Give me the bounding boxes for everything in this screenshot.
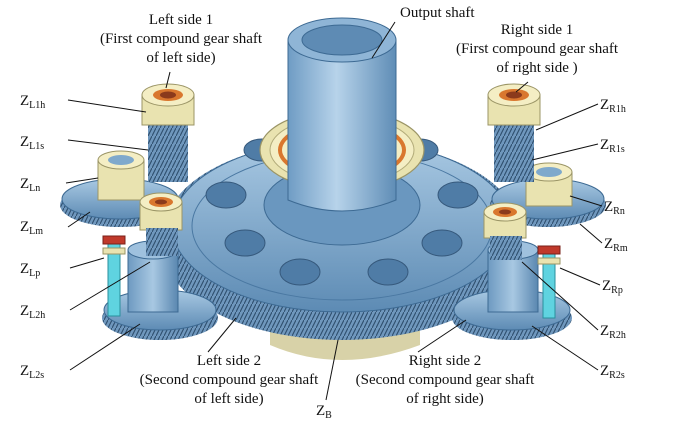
leader-right-side-2 <box>417 319 467 353</box>
left-side-assembly <box>60 83 218 340</box>
zrp-bearing <box>537 257 561 265</box>
label-right-side-1: Right side 1 (First compound gear shaft … <box>432 21 642 78</box>
leader-zrp <box>559 267 601 286</box>
right-side-1-line3: of right side ) <box>496 60 578 76</box>
zrp-seal <box>537 245 561 255</box>
leader-zlm <box>67 211 91 228</box>
left-side-2-line2: (Second compound gear shaft <box>139 372 319 388</box>
label-zr2h: ZR2h <box>600 323 626 341</box>
output-shaft-body <box>287 39 397 212</box>
r2-shaft <box>487 249 539 313</box>
right-side-2-line3: of right side) <box>406 391 484 407</box>
leader-left-side-2 <box>207 317 237 353</box>
label-zrn: ZRn <box>604 199 625 217</box>
label-zl2h: ZL2h <box>20 303 46 321</box>
leader-zr1s <box>531 143 599 161</box>
label-right-side-2: Right side 2 (Second compound gear shaft… <box>334 352 556 409</box>
output-gear-zb <box>164 17 520 360</box>
leader-zr2h <box>521 261 599 331</box>
label-zl1h: ZL1h <box>20 93 46 111</box>
zl2h-bore <box>155 199 167 205</box>
label-zl1s: ZL1s <box>20 134 45 152</box>
zln-bore <box>108 155 134 165</box>
leader-zrn <box>569 195 603 207</box>
zr1h-bore <box>506 91 522 99</box>
label-zln: ZLn <box>20 176 41 194</box>
label-zr2s: ZR2s <box>600 363 625 381</box>
label-output-shaft: Output shaft <box>400 4 475 23</box>
leader-zr1h <box>535 103 599 131</box>
zl1h-bore <box>160 91 176 99</box>
output-shaft-text: Output shaft <box>400 5 475 21</box>
label-zlm: ZLm <box>20 219 44 237</box>
label-zr1h: ZR1h <box>600 97 626 115</box>
leader-zr2s <box>531 325 599 371</box>
left-side-1-line3: of left side) <box>146 50 216 66</box>
leader-zl2h <box>69 261 151 311</box>
leader-right-side-1 <box>515 81 529 93</box>
label-zlp: ZLp <box>20 261 41 279</box>
label-zr1s: ZR1s <box>600 137 625 155</box>
label-zrp: ZRp <box>602 278 623 296</box>
l2-shaft <box>127 249 179 313</box>
leader-zl2s <box>69 323 141 371</box>
leader-zl1h <box>67 99 147 113</box>
leader-left-side-1 <box>165 71 171 89</box>
output-shaft-bore <box>301 24 383 56</box>
leader-zb <box>325 339 339 401</box>
leader-zlp <box>69 257 105 269</box>
leader-zln <box>65 177 99 184</box>
zlp-bearing <box>102 247 126 255</box>
zrn-bore <box>536 167 562 177</box>
leader-zl1s <box>67 139 149 151</box>
label-left-side-1: Left side 1 (First compound gear shaft o… <box>76 11 286 68</box>
zl2h-teeth <box>146 228 178 256</box>
label-zrm: ZRm <box>604 236 628 254</box>
label-zl2s: ZL2s <box>20 363 45 381</box>
left-side-2-line1: Left side 2 <box>196 353 262 369</box>
leader-output-shaft <box>371 21 396 59</box>
right-side-1-line1: Right side 1 <box>500 22 574 38</box>
left-side-1-line2: (First compound gear shaft <box>99 31 263 47</box>
zlp-seal <box>102 235 126 245</box>
label-zb: ZB <box>316 403 332 421</box>
left-side-2-line3: of left side) <box>194 391 264 407</box>
right-side-assembly <box>452 83 606 340</box>
leader-zrm <box>579 223 603 244</box>
leader-lines <box>65 21 603 401</box>
zr2h-bore <box>499 209 511 215</box>
left-side-1-line1: Left side 1 <box>148 12 214 28</box>
right-side-2-line1: Right side 2 <box>408 353 482 369</box>
right-side-1-line2: (First compound gear shaft <box>455 41 619 57</box>
label-left-side-2: Left side 2 (Second compound gear shaft … <box>118 352 340 409</box>
zr2h-teeth <box>490 236 522 260</box>
right-side-2-line2: (Second compound gear shaft <box>355 372 535 388</box>
